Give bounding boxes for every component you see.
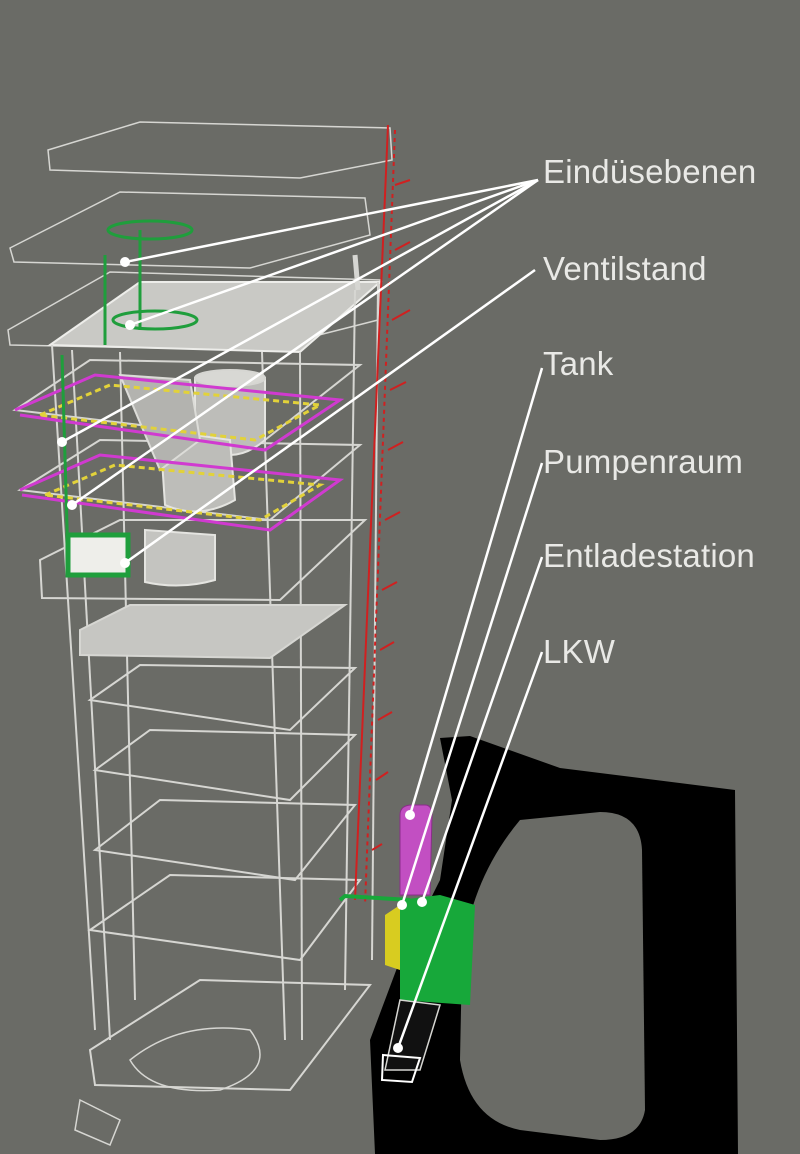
base-foot	[74, 1098, 121, 1146]
dot-injection-2	[125, 320, 135, 330]
label-tank: Tank	[543, 345, 614, 382]
dot-unloading	[417, 897, 427, 907]
leader-lines	[61, 178, 544, 1049]
leader-injection-1	[124, 178, 539, 264]
transfer-pipe	[338, 893, 411, 902]
red-mast	[354, 124, 389, 901]
leader-injection-4	[71, 178, 539, 507]
red-rungs	[371, 179, 411, 851]
leader-truck	[396, 651, 544, 1049]
label-valve-stand: Ventilstand	[543, 250, 707, 287]
pump-room-side	[385, 905, 400, 970]
dot-valve-stand	[120, 558, 130, 568]
column-4	[299, 351, 303, 1041]
leader-valve-stand	[124, 268, 536, 565]
green-riser	[60, 230, 142, 561]
yellow-loop-2	[39, 463, 325, 522]
silo-lower	[144, 528, 216, 587]
column-1	[51, 344, 96, 1031]
floor-3	[38, 519, 368, 602]
green-ring-top	[106, 219, 194, 241]
truck-apron-island	[460, 812, 645, 1140]
roof-panel-2	[9, 191, 371, 269]
stair-pipe	[352, 254, 361, 291]
label-pump-room: Pumpenraum	[543, 443, 744, 480]
dot-pump-room	[397, 900, 407, 910]
dot-tank	[405, 810, 415, 820]
tank-body	[399, 804, 433, 896]
dot-injection-1	[120, 257, 130, 267]
tower-wireframe	[7, 121, 393, 1146]
base-floor-pattern	[129, 1027, 261, 1092]
column-7	[119, 351, 136, 1001]
base-frame	[88, 978, 372, 1092]
floor-7	[92, 798, 358, 882]
injection-piping	[14, 219, 345, 561]
label-truck: LKW	[543, 633, 616, 670]
dot-injection-3	[57, 437, 67, 447]
valve-stand-box	[65, 532, 131, 578]
leader-unloading	[420, 556, 544, 903]
floor-5	[87, 663, 358, 732]
roof-panel-top	[47, 121, 393, 179]
pump-room-body	[400, 895, 475, 1005]
floor-4-deck	[79, 604, 349, 660]
leader-pump-room	[400, 462, 544, 906]
green-ring-lower	[111, 309, 199, 331]
floor-6	[92, 728, 358, 802]
column-5	[344, 289, 356, 991]
label-injection-levels: Eindüsebenen	[543, 153, 757, 190]
column-3	[261, 351, 286, 1041]
top-deck	[46, 281, 383, 354]
dot-injection-4	[67, 500, 77, 510]
leader-injection-2	[129, 178, 539, 327]
external-red-structure	[354, 124, 411, 906]
leader-tank	[408, 367, 544, 816]
red-mast-2	[364, 129, 396, 906]
leader-injection-3	[61, 178, 539, 444]
leader-dots	[57, 257, 427, 1053]
truck-outline	[380, 1053, 422, 1084]
yellow-loop-1	[34, 383, 326, 442]
dot-truck	[393, 1043, 403, 1053]
floor-8	[87, 873, 362, 962]
label-unloading-station: Entladestation	[543, 537, 755, 574]
magenta-loop-1	[14, 373, 345, 452]
